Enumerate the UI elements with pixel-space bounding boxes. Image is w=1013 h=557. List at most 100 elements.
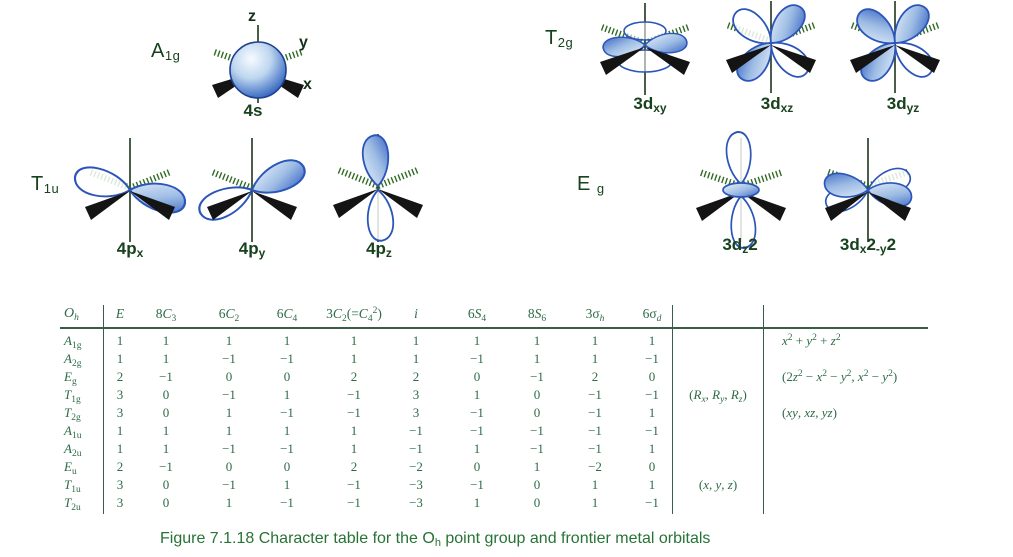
group-label-a1g: A1g [151, 40, 181, 63]
cell-0-0: 1 [116, 333, 124, 348]
cell-2-8: 2 [591, 369, 599, 384]
table-divider-1 [103, 305, 105, 514]
cell-1-8: 1 [591, 351, 599, 366]
row-label-5: A1u [64, 423, 82, 441]
orbital-label-3dyz: 3dyz [886, 94, 920, 115]
cell-4-8: −1 [588, 405, 602, 420]
cell-1-2: −1 [222, 351, 236, 366]
cell-9-2: 1 [225, 495, 233, 510]
cell-9-6: 1 [473, 495, 481, 510]
cell-1-0: 1 [116, 351, 124, 366]
col-header-7: 8S6 [527, 306, 547, 324]
cell-5-5: −1 [409, 423, 423, 438]
axis-label-z: z [248, 8, 256, 25]
cell-7-0: 2 [116, 459, 124, 474]
cell-9-8: 1 [591, 495, 599, 510]
cell-2-0: 2 [116, 369, 124, 384]
cell-8-5: −3 [409, 477, 423, 492]
cell-6-4: 1 [350, 441, 358, 456]
col-header-3: 6C4 [276, 306, 298, 324]
cell-2-2: 0 [225, 369, 233, 384]
cell-0-4: 1 [350, 333, 358, 348]
cell-9-9: −1 [645, 495, 659, 510]
cell-7-6: 0 [473, 459, 481, 474]
cell-6-3: −1 [280, 441, 294, 456]
cell-9-5: −3 [409, 495, 423, 510]
axis-label-y: y [299, 34, 308, 51]
cell-7-2: 0 [225, 459, 233, 474]
cell-0-1: 1 [162, 333, 170, 348]
orbital-label-4py: 4py [238, 239, 266, 260]
cell-8-8: 1 [591, 477, 599, 492]
cell-6-2: −1 [222, 441, 236, 456]
row-label-3: T1g [64, 387, 81, 405]
cell-5-3: 1 [283, 423, 291, 438]
cell-0-2: 1 [225, 333, 233, 348]
cell-0-5: 1 [412, 333, 420, 348]
cell-4-9: 1 [648, 405, 656, 420]
cell-4-1: 0 [162, 405, 170, 420]
cell-0-6: 1 [473, 333, 481, 348]
row-label-7: Eu [64, 459, 77, 477]
cell-3-7: 0 [533, 387, 541, 402]
row-label-4: T2g [64, 405, 81, 423]
cell-1-6: −1 [470, 351, 484, 366]
cell-0-8: 1 [591, 333, 599, 348]
cell-7-3: 0 [283, 459, 291, 474]
orbital-label-3dz2: 3dz2 [722, 235, 758, 256]
cell-0-9: 1 [648, 333, 656, 348]
orbital-label-4s: 4s [243, 101, 263, 120]
orbital-3dyz-drawing [849, 0, 941, 93]
cell-7-7: 1 [533, 459, 541, 474]
row-label-6: A2u [64, 441, 82, 459]
cell-4-0: 3 [116, 405, 124, 420]
cell-6-7: −1 [530, 441, 544, 456]
cell-5-8: −1 [588, 423, 602, 438]
basis-cell-4: (xy, xz, yz) [782, 405, 837, 420]
cell-3-2: −1 [222, 387, 236, 402]
cell-2-7: −1 [530, 369, 544, 384]
group-label-eg: E g [577, 173, 605, 196]
cell-4-4: −1 [347, 405, 361, 420]
col-header-1: 8C3 [155, 306, 177, 324]
cell-3-6: 1 [473, 387, 481, 402]
cell-7-9: 0 [648, 459, 656, 474]
cell-9-0: 3 [116, 495, 124, 510]
cell-8-1: 0 [162, 477, 170, 492]
group-label-t2g: T2g [545, 27, 574, 50]
cell-6-0: 1 [116, 441, 124, 456]
cell-5-7: −1 [530, 423, 544, 438]
cell-3-1: 0 [162, 387, 170, 402]
orbital-4s-drawing [212, 25, 304, 103]
group-label-t1u: T1u [31, 173, 60, 196]
cell-2-6: 0 [473, 369, 481, 384]
cell-9-7: 0 [533, 495, 541, 510]
cell-4-6: −1 [470, 405, 484, 420]
cell-0-7: 1 [533, 333, 541, 348]
cell-1-5: 1 [412, 351, 420, 366]
col-header-9: 6σd [642, 306, 662, 324]
cell-8-6: −1 [470, 477, 484, 492]
cell-1-4: 1 [350, 351, 358, 366]
cell-4-3: −1 [280, 405, 294, 420]
col-header-5: i [414, 306, 418, 321]
orbital-3dxz-drawing [725, 0, 817, 93]
cell-8-3: 1 [283, 477, 291, 492]
cell-9-4: −1 [347, 495, 361, 510]
cell-7-4: 2 [350, 459, 358, 474]
row-label-2: Eg [64, 369, 77, 387]
orbital-label-3dx2y2: 3dx2-y2 [839, 235, 897, 256]
table-group-header: Oh [64, 306, 79, 323]
basis-cell-0: x2 + y2 + z2 [782, 333, 841, 348]
cell-0-3: 1 [283, 333, 291, 348]
cell-4-2: 1 [225, 405, 233, 420]
col-header-2: 6C2 [218, 306, 240, 324]
orbital-3dx2y2-drawing [820, 138, 916, 242]
col-header-8: 3σh [585, 306, 605, 324]
col-header-4: 3C2(=C42) [326, 306, 382, 324]
cell-8-7: 0 [533, 477, 541, 492]
cell-5-0: 1 [116, 423, 124, 438]
cell-8-0: 3 [116, 477, 124, 492]
cell-8-9: 1 [648, 477, 656, 492]
cell-7-5: −2 [409, 459, 423, 474]
